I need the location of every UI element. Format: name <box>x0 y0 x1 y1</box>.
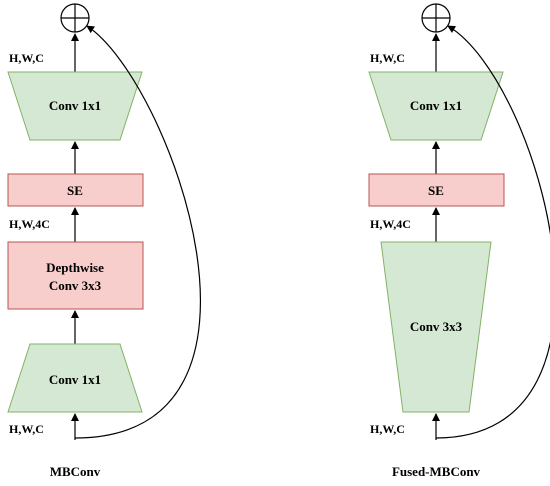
dim-label-top: H,W,C <box>370 51 405 65</box>
mbconv-block: H,W,C Conv 1x1 SE H,W,4C Depthwise Conv … <box>7 3 202 479</box>
se-label: SE <box>428 183 444 198</box>
se-box <box>368 173 505 207</box>
conv-3x3-label: Conv 3x3 <box>410 319 463 334</box>
add-node-icon <box>60 3 90 33</box>
conv-1x1-bottom-box <box>7 343 143 413</box>
fused-mbconv-block: H,W,C Conv 1x1 SE H,W,4C Conv 3x3 H,W,C … <box>368 3 550 479</box>
depthwise-conv-box <box>7 241 144 310</box>
se-box <box>7 173 144 207</box>
depthwise-label-line1: Depthwise <box>46 260 104 275</box>
skip-connection <box>74 25 202 439</box>
skip-connection <box>435 25 550 439</box>
dim-label-mid: H,W,4C <box>9 217 50 231</box>
mbconv-caption: MBConv <box>50 464 101 479</box>
add-node-icon <box>421 3 451 33</box>
dim-label-bottom: H,W,C <box>9 422 44 436</box>
conv-1x1-bottom-label: Conv 1x1 <box>49 372 101 387</box>
se-label: SE <box>67 183 83 198</box>
dim-label-bottom: H,W,C <box>370 422 405 436</box>
depthwise-label-line2: Conv 3x3 <box>49 278 102 293</box>
fused-mbconv-caption: Fused-MBConv <box>392 464 481 479</box>
conv-3x3-box <box>380 241 492 413</box>
conv-1x1-top-box <box>7 71 143 141</box>
dim-label-top: H,W,C <box>9 51 44 65</box>
conv-1x1-top-label: Conv 1x1 <box>410 98 462 113</box>
conv-1x1-top-label: Conv 1x1 <box>49 98 101 113</box>
dim-label-mid: H,W,4C <box>370 217 411 231</box>
conv-1x1-top-box <box>368 71 504 141</box>
